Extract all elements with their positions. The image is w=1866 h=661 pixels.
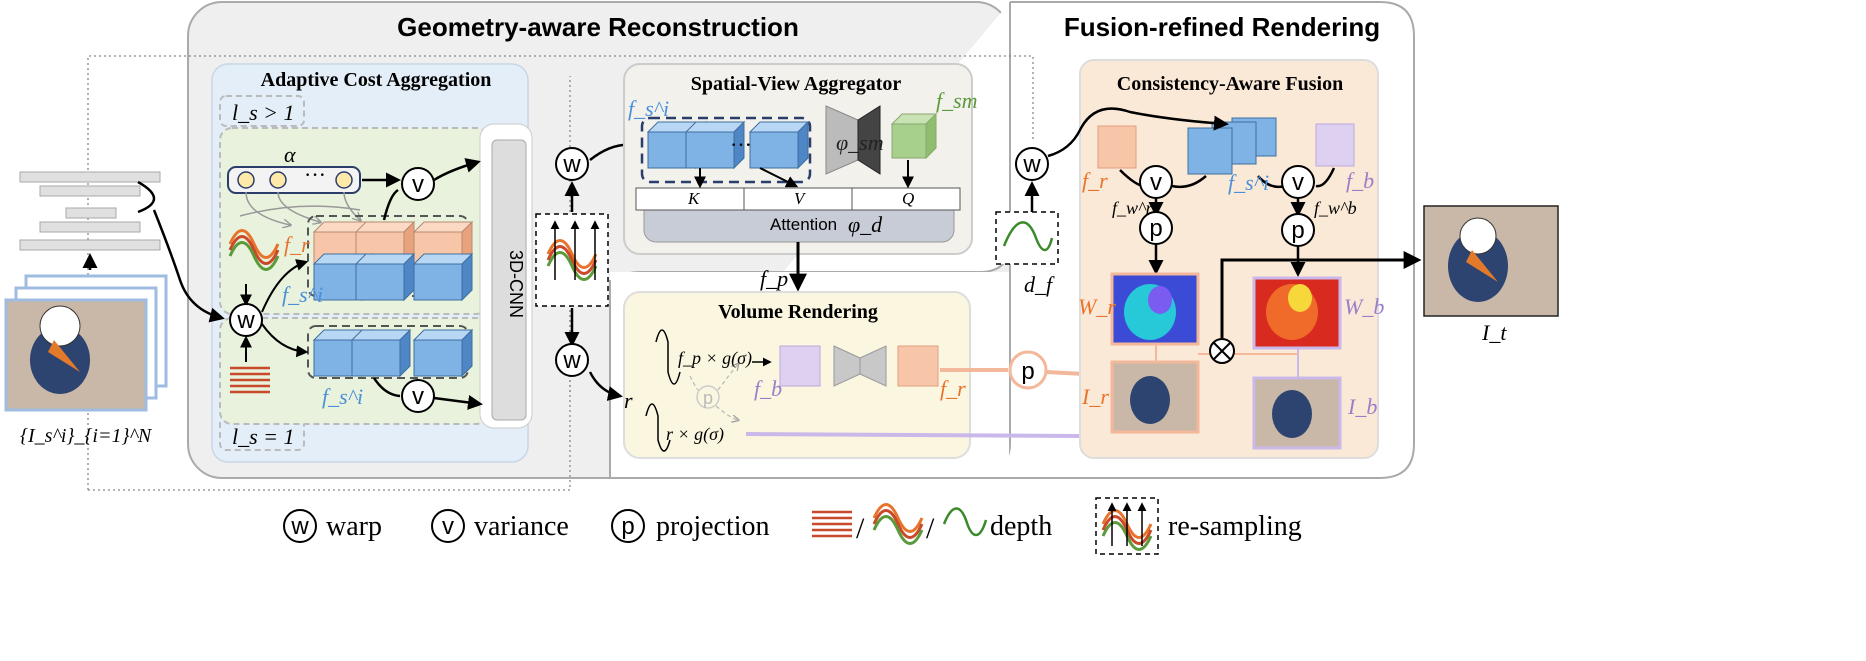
fb-caf-label: f_b <box>1346 168 1374 193</box>
legend-projection-icon: p <box>621 513 634 540</box>
variance-symbol-top: v <box>412 171 424 198</box>
legend: w warp v variance p projection / / depth… <box>283 497 1302 555</box>
inputs-label: {I_s^i}_{i=1}^N <box>20 425 153 447</box>
fsi-sva-label: f_s^i <box>628 96 669 121</box>
volume-title: Volume Rendering <box>718 301 878 323</box>
warp-symbol-bottom: w <box>562 347 581 374</box>
3d-cnn-block <box>491 139 527 421</box>
legend-variance-icon: v <box>442 513 454 540</box>
fr-caf-label: f_r <box>1082 168 1108 193</box>
v-label: V <box>794 189 807 208</box>
integral-2: r × g(σ) <box>666 424 724 445</box>
legend-resampling-text: re-sampling <box>1168 511 1302 542</box>
fsm-label: f_sm <box>936 88 978 113</box>
wr-label: W_r <box>1078 294 1116 319</box>
attention-label: Attention <box>770 215 837 234</box>
input-images <box>4 171 225 412</box>
fsi-label: f_s^i <box>282 282 323 307</box>
integral-1: f_p × g(σ) <box>678 348 752 369</box>
df-label: d_f <box>1024 272 1055 297</box>
ls-gt1-label: l_s > 1 <box>232 100 295 125</box>
fusion-title: Fusion-refined Rendering <box>1064 12 1380 42</box>
projection-symbol-r: p <box>1149 215 1162 242</box>
q-label: Q <box>902 189 914 208</box>
legend-depth-text: depth <box>990 511 1052 542</box>
projection-symbol-orange: p <box>1021 358 1034 385</box>
warp-symbol-right: w <box>1022 151 1041 178</box>
adaptive-title: Adaptive Cost Aggregation <box>261 69 492 91</box>
variance-symbol-bottom: v <box>412 383 424 410</box>
projection-symbol-b: p <box>1291 217 1304 244</box>
fr-vol-label: f_r <box>940 376 966 401</box>
phi-d-label: φ_d <box>848 212 883 237</box>
fwb-label: f_w^b <box>1314 198 1357 218</box>
fusion-panel <box>610 1 1415 479</box>
it-label: I_t <box>1481 320 1507 345</box>
fsi-caf-label: f_s^i <box>1228 170 1269 195</box>
spatial-view-title: Spatial-View Aggregator <box>691 73 902 95</box>
legend-warp-text: warp <box>326 511 382 542</box>
fb-vol-label: f_b <box>754 376 782 401</box>
projection-symbol-faded: p <box>703 388 713 408</box>
consistency-title: Consistency-Aware Fusion <box>1117 73 1343 95</box>
geometry-title: Geometry-aware Reconstruction <box>397 12 799 42</box>
fr-label: f_r <box>284 232 310 257</box>
dots-alpha: ··· <box>304 162 326 187</box>
warp-symbol-left: w <box>236 307 255 334</box>
legend-slash-1: / <box>856 512 865 545</box>
variance-symbol-b: v <box>1292 169 1304 196</box>
warp-symbol-top: w <box>562 151 581 178</box>
alpha-label: α <box>284 142 296 167</box>
cnn-label: 3D-CNN <box>506 250 526 318</box>
k-label: K <box>687 189 701 208</box>
legend-warp-icon: w <box>290 513 309 540</box>
phi-sm-label: φ_sm <box>836 130 884 155</box>
legend-projection-text: projection <box>656 511 770 542</box>
dots-sva: ··· <box>730 132 752 157</box>
r-label: r <box>624 388 633 413</box>
fsi-label-2: f_s^i <box>322 384 363 409</box>
ib-label: I_b <box>1347 394 1377 419</box>
fwr-label: f_w^r <box>1112 198 1154 218</box>
legend-variance-text: variance <box>474 511 569 542</box>
wb-label: W_b <box>1344 294 1384 319</box>
fp-label: f_p <box>760 266 788 291</box>
legend-slash-2: / <box>926 512 935 545</box>
ls-eq1-label: l_s = 1 <box>232 424 295 449</box>
ir-label: I_r <box>1081 384 1109 409</box>
variance-symbol-r: v <box>1150 169 1162 196</box>
